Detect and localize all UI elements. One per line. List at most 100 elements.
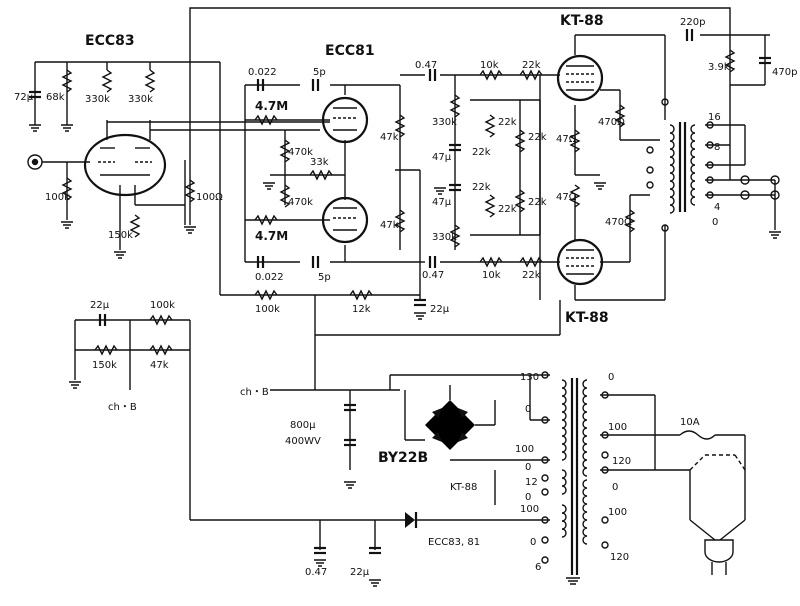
label-c-0022-top: 0.022	[248, 67, 277, 78]
label-out-0: 0	[712, 217, 718, 228]
label-r-47m-bot: 4.7M	[255, 229, 288, 243]
label-c-470p: 470p	[772, 67, 797, 78]
label-r-33k: 33k	[310, 157, 329, 168]
wiring	[34, 7, 776, 550]
label-pri-100: 100	[608, 422, 627, 433]
label-kt88-secondary: KT-88	[450, 482, 477, 493]
label-ecc-secondary: ECC83, 81	[428, 537, 480, 548]
label-r-22k-e: 22k	[528, 132, 547, 143]
label-r-10k-top: 10k	[480, 60, 499, 71]
capacitors	[29, 29, 771, 555]
label-c-5p-bot: 5p	[318, 272, 331, 283]
label-r-150k-b: 150k	[92, 360, 117, 371]
label-tap-0-c: 0	[525, 492, 531, 503]
label-r-68k: 68k	[46, 92, 65, 103]
label-r-47ohm-a: 47Ω	[556, 134, 577, 145]
resistors	[61, 49, 736, 356]
label-r-150k: 150k	[108, 230, 133, 241]
label-c-22u-b: 22μ	[90, 300, 110, 311]
label-c-72u: 72μ	[14, 92, 34, 103]
label-c-047-top: 0.47	[415, 60, 437, 71]
label-r-470ohm-b: 470Ω	[605, 217, 632, 228]
label-pri-0-b: 0	[612, 482, 618, 493]
label-c-5p-top: 5p	[313, 67, 326, 78]
label-kt88-bottom: KT-88	[565, 310, 609, 326]
label-c-047-ps: 0.47	[305, 567, 327, 578]
label-pri-120-b: 120	[610, 552, 629, 563]
label-tap-130: 130	[520, 372, 539, 383]
tube-kt88-bottom	[556, 238, 604, 286]
label-tap-0-b: 0	[525, 462, 531, 473]
label-r-22k-a: 22k	[498, 117, 517, 128]
grounds	[29, 124, 781, 587]
tube-kt88-top	[556, 54, 604, 102]
tube-ecc81-top	[321, 96, 369, 144]
label-out-16: 16	[708, 112, 721, 123]
label-c-47u-b: 47μ	[432, 197, 452, 208]
label-r-100k-in: 100k	[45, 192, 70, 203]
label-c-22u: 22μ	[430, 304, 450, 315]
label-r-39k: 3.9k	[708, 62, 730, 73]
label-pri-100-b: 100	[608, 507, 627, 518]
label-by22b: BY22B	[378, 450, 428, 466]
label-r-330k-c: 330k	[432, 117, 457, 128]
label-kt88-top: KT-88	[560, 13, 604, 29]
label-r-47k-b: 47k	[380, 220, 399, 231]
label-r-12k: 12k	[352, 304, 371, 315]
label-ch-b-mid: ch・B	[240, 387, 269, 398]
label-r-10k-bot: 10k	[482, 270, 501, 281]
label-tap-12: 12	[525, 477, 538, 488]
label-r-330k-a: 330k	[85, 94, 110, 105]
label-c-220p: 220p	[680, 17, 705, 28]
label-r-22k-d: 22k	[498, 204, 517, 215]
power-transformer	[541, 371, 609, 575]
tube-ecc81-bottom	[321, 196, 369, 244]
label-c-0022-bot: 0.022	[255, 272, 284, 283]
label-r-470k-a: 470k	[288, 147, 313, 158]
label-ecc81: ECC81	[325, 43, 375, 59]
label-out-4: 4	[714, 202, 720, 213]
label-c-22u-ps: 22μ	[350, 567, 370, 578]
label-c-47u-a: 47μ	[432, 152, 452, 163]
label-tap-6: 6	[535, 562, 541, 573]
fuse	[679, 430, 716, 440]
label-r-22k-top: 22k	[522, 60, 541, 71]
output-transformer	[646, 98, 714, 232]
label-c-400wv: 400WV	[285, 436, 321, 447]
label-r-47m-top: 4.7M	[255, 99, 288, 113]
label-r-330k-b: 330k	[128, 94, 153, 105]
label-r-470k-b: 470k	[288, 197, 313, 208]
label-r-47ohm-b: 47Ω	[556, 192, 577, 203]
power-switch	[689, 454, 746, 471]
label-r-22k-b: 22k	[472, 147, 491, 158]
speaker-terminals	[740, 175, 780, 200]
label-out-8: 8	[714, 142, 720, 153]
label-r-47k-a: 47k	[380, 132, 399, 143]
label-r-47k-c: 47k	[150, 360, 169, 371]
label-ch-b-left: ch・B	[108, 402, 137, 413]
label-pri-120-a: 120	[612, 456, 631, 467]
label-r-330k-d: 330k	[432, 232, 457, 243]
label-tap-100-b: 100	[520, 504, 539, 515]
label-r-22k-bot: 22k	[522, 270, 541, 281]
text-labels: ECC83 ECC81 KT-88 KT-88 BY22B 72μ 68k 33…	[14, 13, 797, 578]
label-tap-100-a: 100	[515, 444, 534, 455]
label-tap-0-a: 0	[525, 404, 531, 415]
label-tap-0-d: 0	[530, 537, 536, 548]
label-r-22k-f: 22k	[528, 197, 547, 208]
input-jack	[27, 154, 43, 170]
label-r-100k-b: 100k	[150, 300, 175, 311]
label-r-100ohm: 100Ω	[196, 192, 223, 203]
tube-ecc83	[83, 133, 167, 197]
label-ecc83: ECC83	[85, 33, 135, 49]
label-fuse: 10A	[680, 417, 700, 428]
bridge-rectifier	[425, 400, 475, 450]
diode	[405, 512, 418, 528]
label-r-22k-c: 22k	[472, 182, 491, 193]
label-pri-0: 0	[608, 372, 614, 383]
label-c-800u: 800μ	[290, 420, 316, 431]
label-r-470ohm-a: 470Ω	[598, 117, 625, 128]
label-c-047-bot: 0.47	[422, 270, 444, 281]
power-plug	[704, 539, 734, 575]
